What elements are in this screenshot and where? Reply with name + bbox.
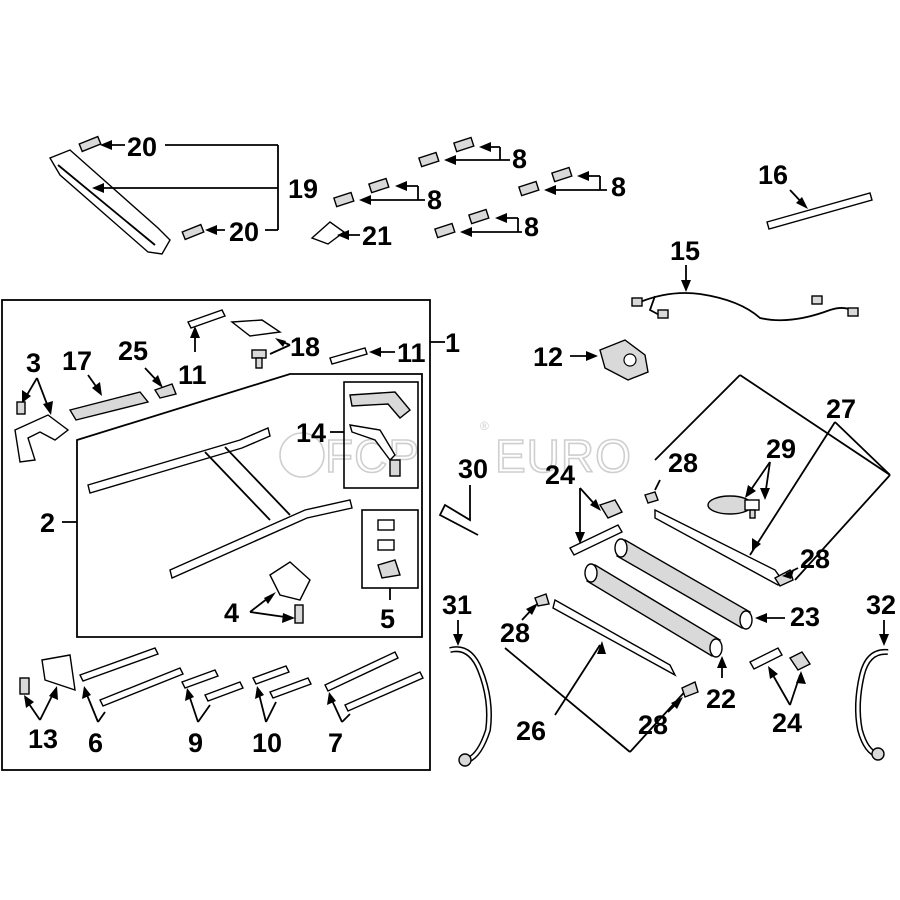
- callout-3: 3: [26, 348, 41, 378]
- weatherstrip-16: [766, 192, 873, 230]
- callout-15: 15: [670, 236, 700, 266]
- callout-10: 10: [252, 728, 282, 758]
- callout-27: 27: [826, 394, 856, 424]
- callout-24-lower: 24: [772, 708, 802, 738]
- clip-parts-group: [310, 136, 573, 245]
- seals-6: [79, 647, 184, 707]
- callout-24-upper: 24: [545, 460, 575, 490]
- callout-1: 1: [445, 328, 460, 358]
- sunshade-roller-23: [614, 538, 753, 630]
- clip-28-bottom: [681, 681, 699, 698]
- callout-31: 31: [442, 590, 472, 620]
- callout-8-d: 8: [524, 212, 539, 242]
- frame-box-2: [76, 373, 423, 638]
- seal-11-a: [187, 309, 226, 329]
- roller-bracket-24-upper: [569, 499, 624, 556]
- callout-22: 22: [706, 684, 736, 714]
- callout-8-a: 8: [512, 144, 527, 174]
- callout-21: 21: [362, 221, 392, 251]
- callout-28-bottom: 28: [638, 710, 668, 740]
- sunshade-rail-26: [552, 598, 677, 677]
- callout-28-left: 28: [500, 618, 530, 648]
- callout-30: 30: [458, 454, 488, 484]
- clip-28-top: [644, 491, 659, 504]
- subassembly-box-14: [343, 381, 419, 489]
- watermark-registered-mark: ®: [480, 419, 489, 433]
- drain-hose-32: [854, 648, 889, 761]
- callout-13: 13: [28, 724, 58, 754]
- seals-10: [252, 665, 312, 699]
- watermark-suffix: EURO: [495, 430, 632, 482]
- wind-deflector-assembly: [48, 135, 205, 255]
- callout-8-b: 8: [427, 185, 442, 215]
- seals-9: [181, 669, 244, 702]
- sunroof-frame-rails: [87, 427, 353, 579]
- assembly-box-1: [1, 299, 431, 771]
- clip-5-a: [377, 519, 395, 531]
- sunroof-motor-12: [599, 339, 649, 381]
- roller-bracket-24-lower: [749, 647, 812, 671]
- callout-19: 19: [288, 174, 318, 204]
- clip-25: [153, 383, 177, 399]
- callout-7: 7: [328, 728, 343, 758]
- handle-29: [707, 495, 760, 519]
- callout-18: 18: [290, 332, 320, 362]
- rail-bracket-4: [269, 561, 311, 624]
- callout-20-top: 20: [127, 132, 157, 162]
- callout-17: 17: [62, 346, 92, 376]
- callout-23: 23: [790, 602, 820, 632]
- drain-hose-31: [449, 646, 492, 767]
- bracket-14-a: [349, 391, 411, 419]
- callout-8-c: 8: [611, 172, 626, 202]
- callout-6: 6: [88, 728, 103, 758]
- watermark-logo: FCP ® EURO: [279, 419, 632, 483]
- callout-32: 32: [866, 590, 896, 620]
- callout-29: 29: [766, 434, 796, 464]
- clip-5-b: [377, 539, 395, 551]
- callout-4: 4: [224, 598, 239, 628]
- callout-12: 12: [533, 342, 563, 372]
- wiring-harness-15: [631, 292, 859, 322]
- sunshade-roller-22: [584, 563, 723, 658]
- callout-11-b: 11: [397, 338, 426, 368]
- corner-bracket-13: [19, 654, 76, 695]
- seal-11-b: [329, 347, 368, 365]
- callout-28-top: 28: [668, 448, 698, 478]
- callout-5: 5: [380, 604, 395, 634]
- clip-28-left: [534, 593, 550, 607]
- callout-26: 26: [516, 716, 546, 746]
- clip-5-c: [377, 559, 401, 579]
- callout-20-bottom: 20: [229, 217, 259, 247]
- callout-14: 14: [296, 418, 326, 448]
- callout-9: 9: [188, 728, 203, 758]
- guide-plate-17: [68, 391, 150, 421]
- bracket-18: [230, 319, 282, 369]
- callout-28-right: 28: [800, 544, 830, 574]
- callout-2: 2: [40, 508, 55, 538]
- drain-tube-30: [438, 485, 479, 536]
- bolt-14: [389, 459, 401, 477]
- callout-11-a: 11: [178, 360, 207, 390]
- callout-16: 16: [758, 160, 788, 190]
- seals-7: [324, 651, 424, 712]
- callout-25: 25: [118, 336, 148, 366]
- corner-bracket-3: [14, 401, 70, 463]
